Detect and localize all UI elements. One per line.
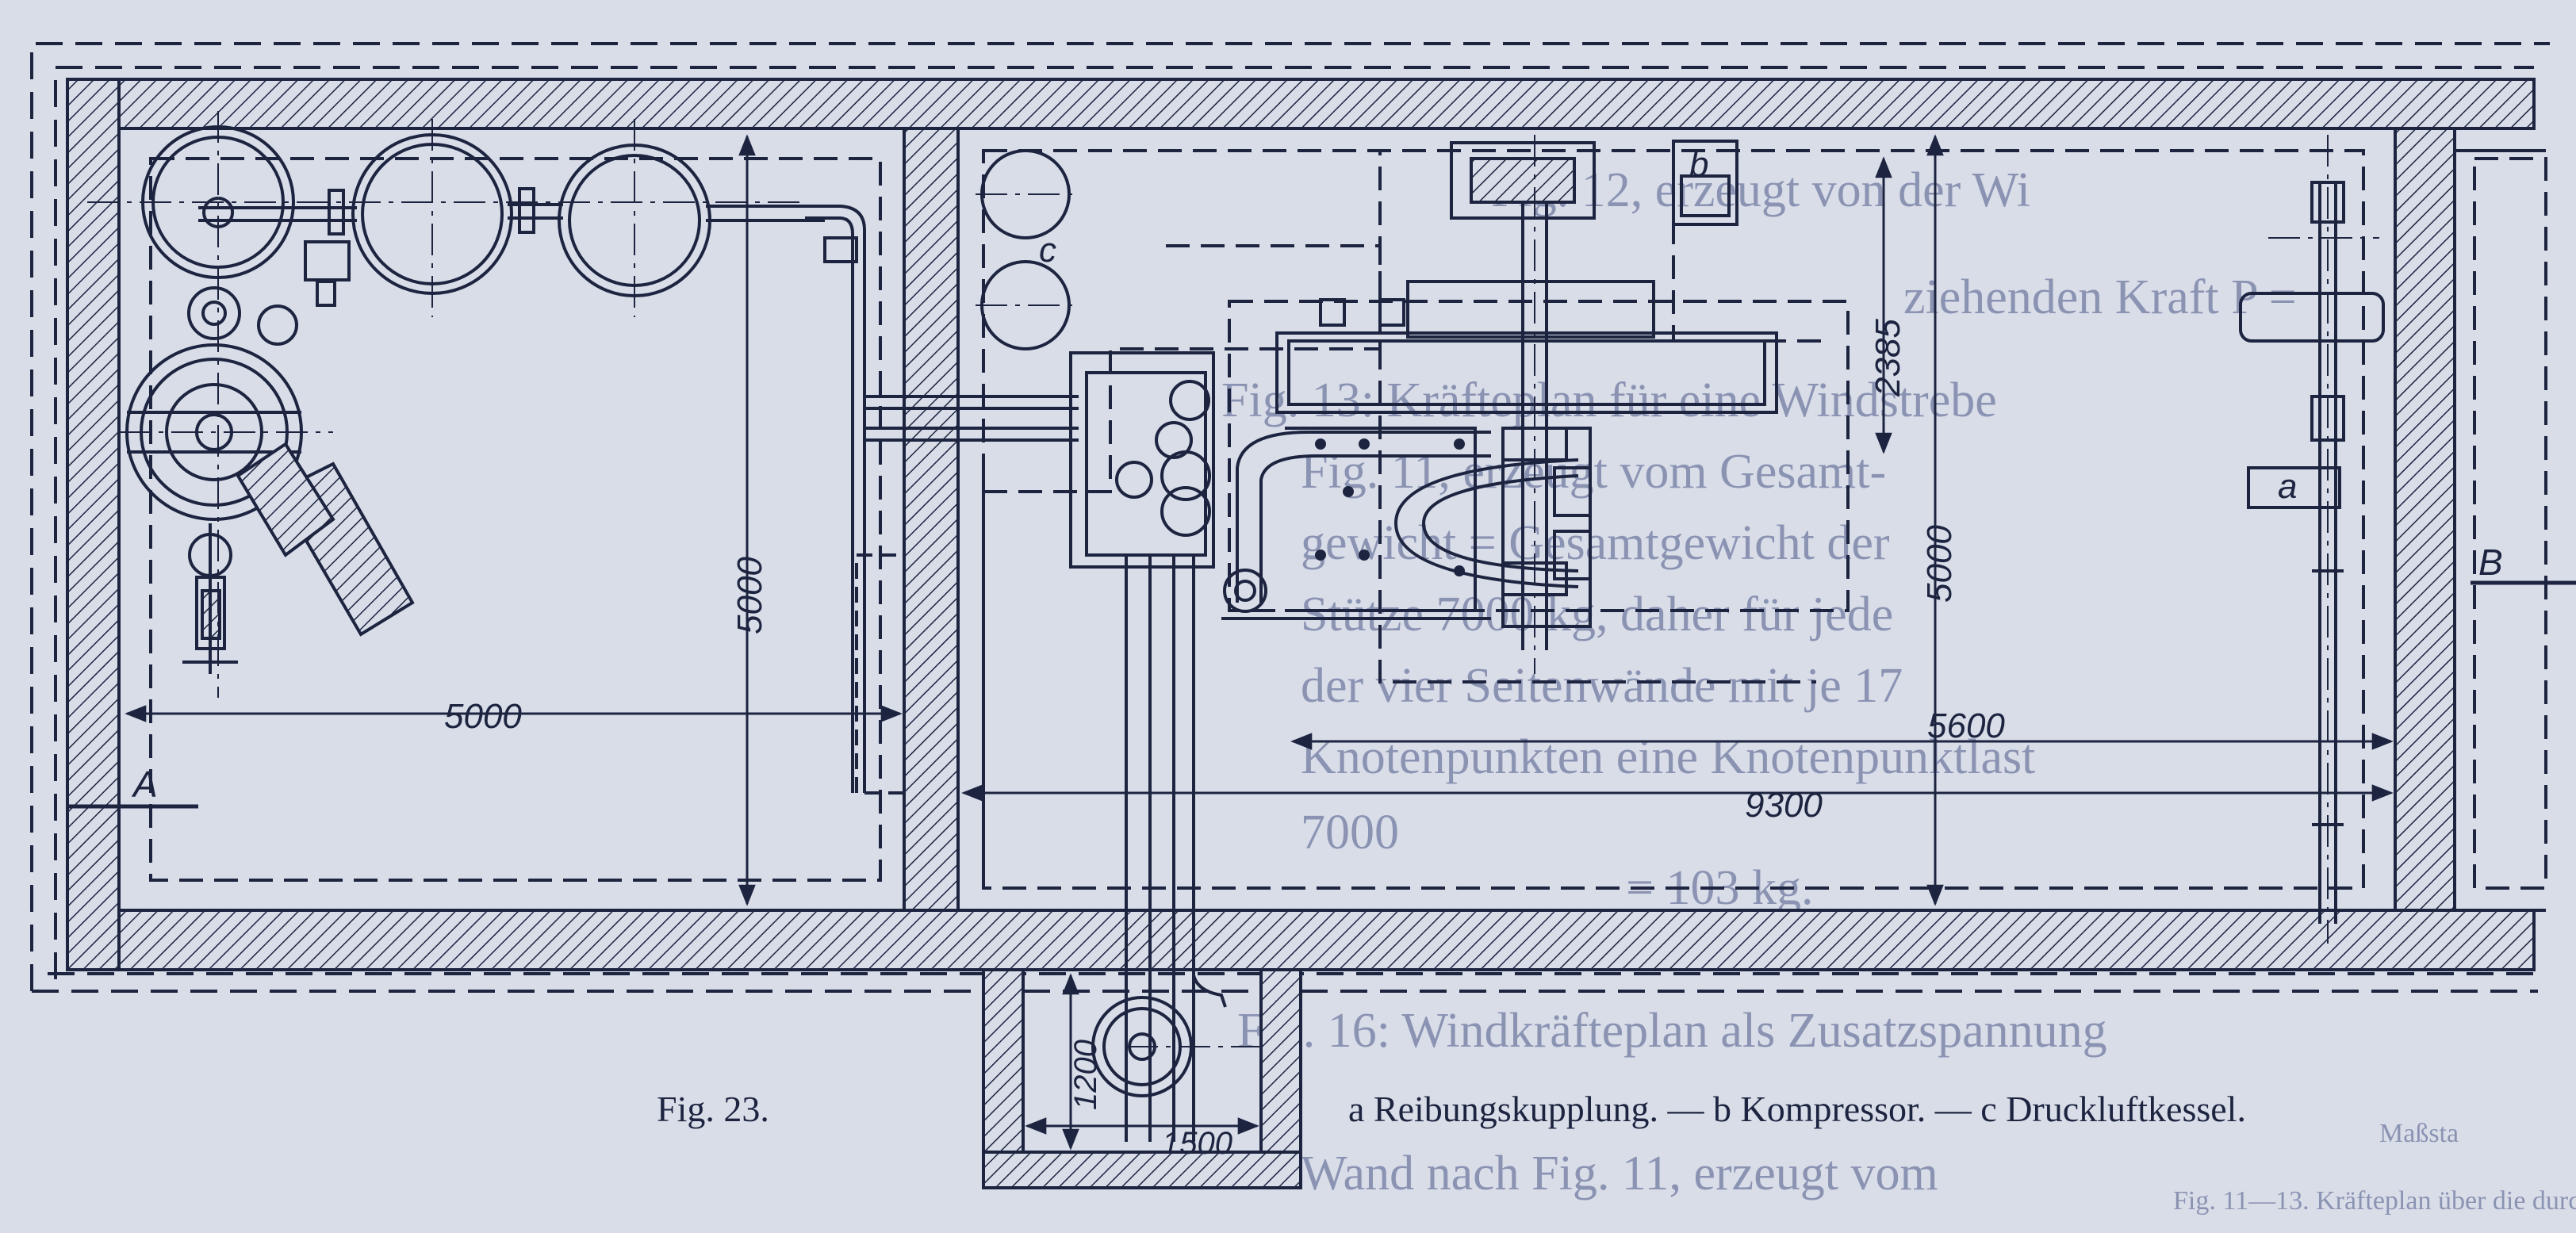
figure-legend: a Reibungskupplung. — b Kompressor. — c … (1348, 1089, 2246, 1129)
bleed-line-5: gewicht = Gesamtgewicht der (1301, 516, 1890, 570)
foundation-outlines (149, 149, 2547, 890)
label-section-B: B (2478, 542, 2503, 583)
bleed-line-2: ziehenden Kraft P = (1903, 270, 2297, 324)
bleed-line-6: Stütze 7000 kg, daher für jede (1301, 588, 1893, 641)
dim-2385: 2385 (1869, 319, 1907, 397)
label-a: a (2278, 467, 2297, 506)
bleed-line-7: der vier Seitenwände mit je 17 (1301, 659, 1903, 713)
bleed-line-14: Fig. 11—13. Kräfteplan über die durch (2173, 1186, 2576, 1216)
bleed-line-3: Fig. 13: Kräfteplan für eine Windstrebe (1221, 373, 1997, 427)
dim-1200: 1200 (1068, 1040, 1103, 1110)
dim-5000-left-vertical: 5000 (730, 557, 769, 634)
dimension-lines (67, 134, 2576, 1151)
dim-5600: 5600 (1927, 706, 2005, 745)
bleed-through-text: Fig. 12, erzeugt von der Wi ziehenden Kr… (1221, 163, 2576, 1216)
dim-5000-horizontal: 5000 (444, 697, 522, 736)
bleed-line-13: Maßsta (2379, 1119, 2459, 1148)
dim-1500: 1500 (1162, 1126, 1232, 1161)
outer-dashed-outline (30, 42, 2550, 993)
bleed-line-9: 7000 (1301, 806, 1399, 860)
bleed-line-4: Fig. 11, erzeugt vom Gesamt- (1301, 445, 1886, 499)
kompressor-box (1672, 140, 1738, 226)
label-b: b (1689, 145, 1708, 184)
bleed-line-11: Fig. 16: Windkräfteplan als Zusatzspannu… (1237, 1004, 2107, 1058)
dim-5000-right-vertical: 5000 (1920, 525, 1959, 603)
dim-9300: 9300 (1745, 786, 1823, 825)
tank-3 (558, 144, 711, 297)
label-section-A: A (131, 764, 158, 805)
reibungskupplung-box (2247, 466, 2341, 509)
left-room-equipment (87, 111, 906, 795)
interior-outline (117, 127, 2546, 1154)
figure-label: Fig. 23. (657, 1089, 769, 1129)
bleed-line-8: Knotenpunkten eine Knotenpunktlast (1301, 730, 2035, 784)
label-c: c (1039, 231, 1056, 270)
bleed-line-12: Wand nach Fig. 11, erzeugt vom (1301, 1147, 1938, 1200)
dimension-labels: 5000 5000 5000 2385 5600 9300 1200 1500 … (131, 145, 2503, 1161)
